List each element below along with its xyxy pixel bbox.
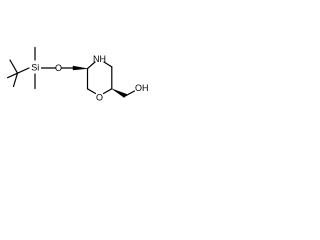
silyl-group <box>34 46 57 90</box>
molecule-structure-diagram: Si O NH O OH <box>6 46 149 103</box>
methylene-linker <box>60 65 88 71</box>
stereo-wedge-c5 <box>72 65 88 71</box>
atom-hydroxyl-label: OH <box>135 83 149 93</box>
atom-amine-label: NH <box>93 54 106 64</box>
bond-tbu-methyl-top <box>9 59 19 74</box>
bond-o1-c6 <box>86 88 97 95</box>
atom-ring-oxygen-label: O <box>96 93 103 103</box>
atom-silicon-label: Si <box>31 63 39 73</box>
atom-ether-oxygen-label: O <box>55 63 62 73</box>
bond-c2-o1 <box>102 88 113 95</box>
bond-n4-c3 <box>103 61 113 68</box>
morpholine-ring <box>86 61 113 95</box>
stereo-wedge-c2 <box>111 88 128 98</box>
bond-tbu-quaternary-si <box>16 67 30 74</box>
hydroxymethyl-group <box>111 88 136 98</box>
bond-ch2-oh <box>124 90 136 97</box>
bond-tbu-methyl-bottom <box>12 72 19 88</box>
bond-c5-n4 <box>86 61 96 70</box>
tert-butyl-group <box>6 59 30 88</box>
bond-tbu-methyl-left <box>6 72 19 79</box>
